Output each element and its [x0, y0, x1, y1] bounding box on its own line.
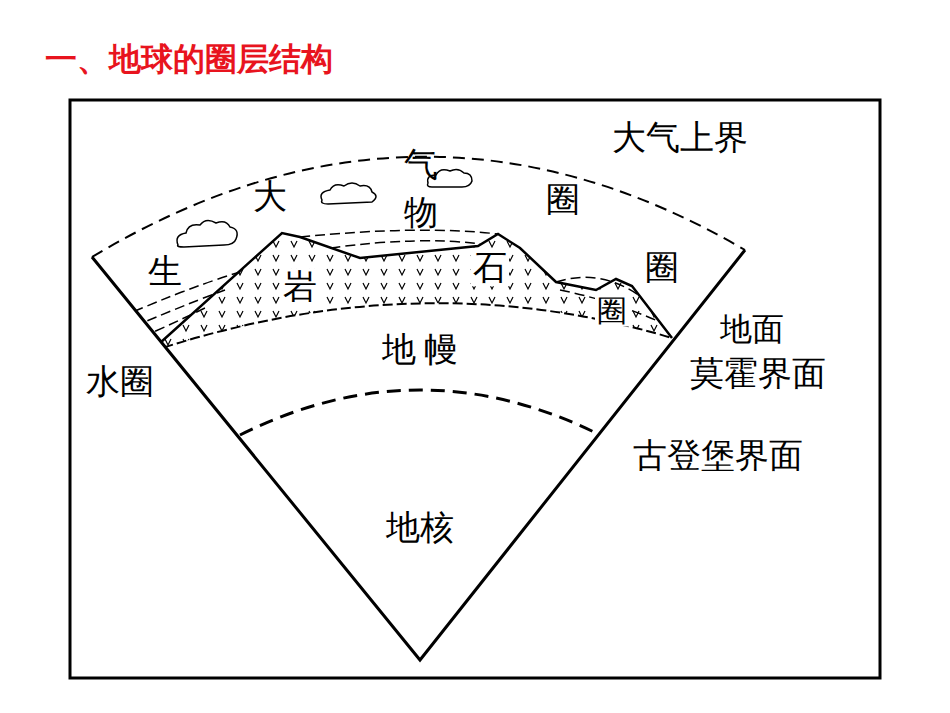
frame — [70, 100, 880, 678]
part-label: 气 — [402, 146, 440, 183]
part-label: 水圈 — [84, 363, 156, 400]
part-label: 莫霍界面 — [688, 355, 828, 392]
part-label: 岩 — [281, 268, 319, 305]
part-label: 古登堡界面 — [631, 437, 805, 474]
gutenberg-line — [240, 390, 600, 435]
part-label: 圈 — [643, 249, 681, 286]
water-lines — [92, 230, 660, 355]
part-label: 地面 — [718, 312, 786, 347]
part-label: 地核 — [384, 509, 456, 546]
slide-title: 一、地球的圈层结构 — [45, 38, 333, 82]
part-label: 大气上界 — [610, 119, 750, 156]
part-label: 地 幔 — [380, 331, 461, 368]
part-label: 圈 — [544, 181, 582, 218]
part-label: 圈 — [595, 294, 629, 327]
part-label: 大 — [251, 178, 289, 215]
part-label: 石 — [471, 249, 509, 286]
part-label: 生 — [146, 253, 184, 290]
part-label: 物 — [402, 194, 440, 231]
